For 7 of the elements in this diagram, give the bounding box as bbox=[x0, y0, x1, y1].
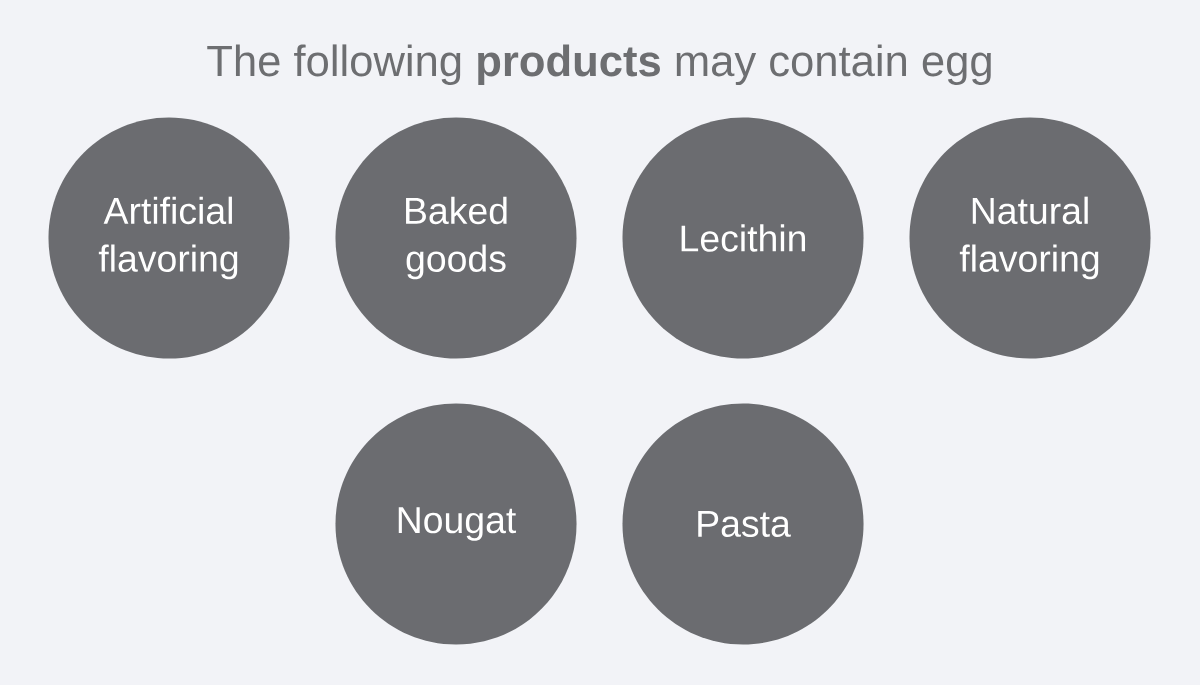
circle-node: Baked goods bbox=[335, 117, 577, 359]
title: The following products may contain egg bbox=[207, 44, 991, 86]
circle-node: Lecithin bbox=[622, 117, 864, 359]
circle-node: Nougat bbox=[335, 403, 577, 645]
circle-node: Artificial flavoring bbox=[48, 117, 290, 359]
circle-node: Natural flavoring bbox=[909, 117, 1151, 359]
circle-node: Pasta bbox=[622, 403, 864, 645]
